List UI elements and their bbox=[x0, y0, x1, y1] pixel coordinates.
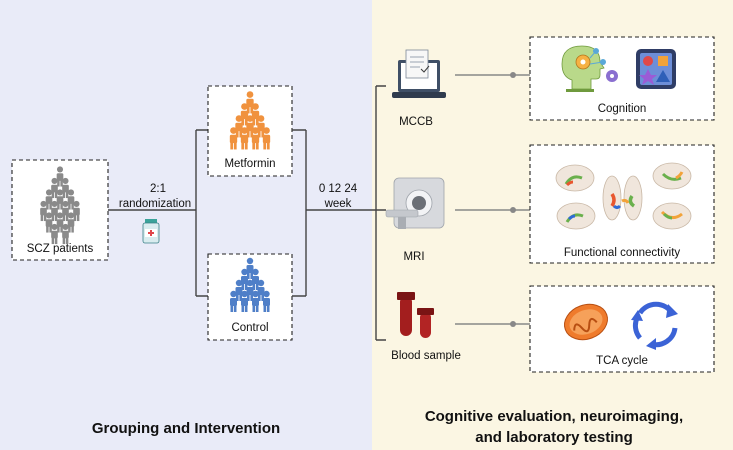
ratio-label: 2:1 bbox=[150, 183, 166, 195]
right-panel-title-line2: and laboratory testing bbox=[475, 429, 633, 446]
shapes-puzzle-icon bbox=[636, 49, 676, 89]
timeline-unit: week bbox=[324, 198, 352, 210]
functional-connectivity-label: Functional connectivity bbox=[564, 247, 681, 259]
patients-label: SCZ patients bbox=[27, 243, 94, 255]
blood-sample-label: Blood sample bbox=[391, 350, 461, 362]
cognition-label: Cognition bbox=[598, 103, 647, 115]
timeline-weeks: 0 12 24 bbox=[319, 183, 358, 195]
cognition-box bbox=[529, 36, 715, 121]
functional-connectivity-box bbox=[529, 144, 715, 264]
tca-cycle-label: TCA cycle bbox=[596, 355, 648, 367]
mccb-label: MCCB bbox=[399, 116, 433, 128]
brain-icon bbox=[555, 162, 692, 230]
mri-label: MRI bbox=[403, 251, 424, 263]
randomization-label: randomization bbox=[119, 198, 191, 210]
tca-cycle-box bbox=[529, 285, 715, 373]
brain-gear-icon bbox=[561, 45, 618, 92]
test-tubes-icon bbox=[397, 292, 434, 338]
randomization-connector bbox=[108, 129, 208, 297]
right-panel-title-line1: Cognitive evaluation, neuroimaging, bbox=[425, 408, 683, 425]
timeline-connector bbox=[292, 129, 372, 297]
mitochondria-icon bbox=[564, 303, 608, 341]
mri-scanner-icon bbox=[385, 177, 445, 229]
laptop-icon bbox=[392, 49, 446, 98]
control-label: Control bbox=[231, 322, 268, 334]
medicine-bottle-icon bbox=[142, 219, 160, 244]
cycle-arrows-icon bbox=[631, 301, 678, 350]
assessment-bracket bbox=[372, 85, 386, 341]
metformin-label: Metformin bbox=[224, 158, 275, 170]
left-panel-title: Grouping and Intervention bbox=[92, 420, 280, 437]
